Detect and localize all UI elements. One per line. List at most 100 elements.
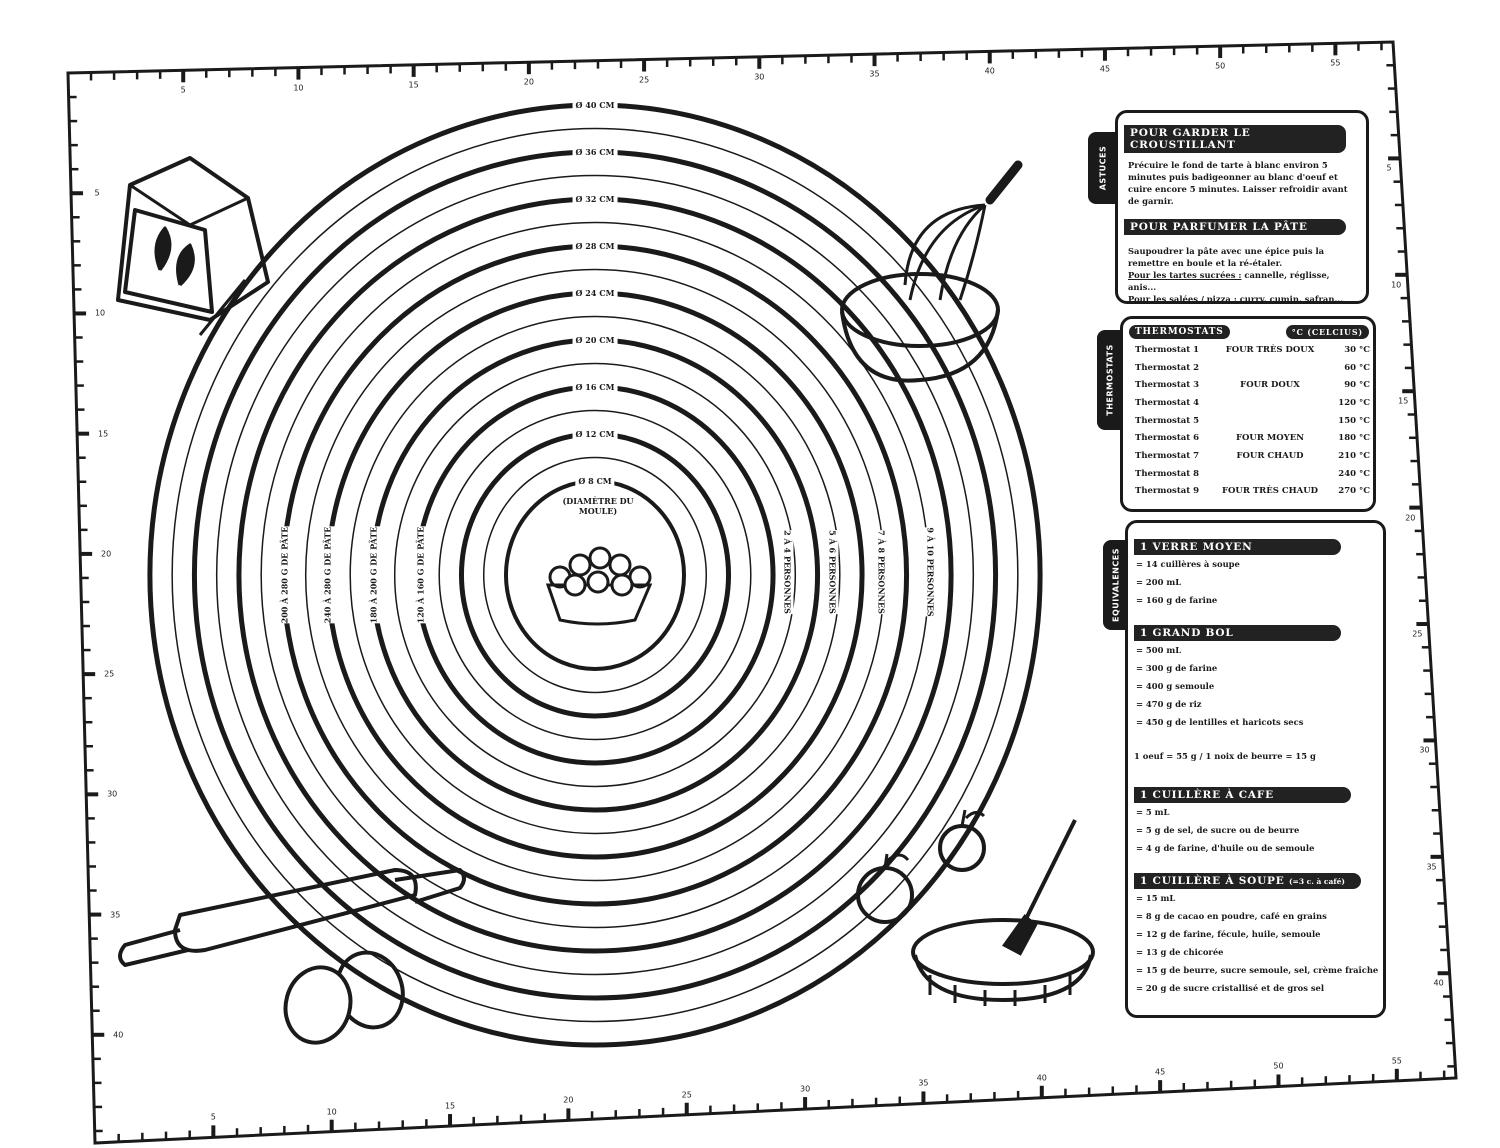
thermostat-row: Thermostat 4 120 °C bbox=[1135, 394, 1373, 412]
ruler-number: 25 bbox=[104, 669, 115, 679]
dough-label: 180 À 200 G DE PÂTE bbox=[367, 526, 381, 624]
savory-label: Pour les salées / pizza : bbox=[1128, 294, 1237, 304]
ring-thin bbox=[171, 127, 1019, 1023]
thermostat-name: Thermostat 2 bbox=[1135, 362, 1200, 373]
thermostats-tab: THERMOSTATS bbox=[1097, 330, 1123, 430]
thermostat-name: Thermostat 4 bbox=[1135, 397, 1200, 408]
thermostat-temp: 120 °C bbox=[1338, 397, 1370, 408]
thermostat-name: Thermostat 1 bbox=[1135, 344, 1200, 355]
thermostat-row: Thermostat 8 240 °C bbox=[1135, 465, 1373, 483]
celsius-header: °C (CELCIUS) bbox=[1285, 325, 1369, 339]
ruler-number: 15 bbox=[98, 429, 109, 439]
ring-diameter-label: Ø 36 CM bbox=[572, 147, 618, 157]
center-note: (DIAMÈTRE DU MOULE) bbox=[562, 496, 634, 516]
equivalences-tab: EQUIVALENCES bbox=[1103, 540, 1129, 630]
ruler-number: 40 bbox=[1036, 1073, 1047, 1083]
ruler-number: 35 bbox=[110, 910, 121, 920]
equivalence-item: = 450 g de lentilles et haricots secs bbox=[1136, 717, 1304, 727]
astuces-text-1: Précuire le fond de tarte à blanc enviro… bbox=[1128, 160, 1348, 206]
ring-diameter-label: Ø 20 CM bbox=[572, 335, 618, 345]
astuces-tab: ASTUCES bbox=[1088, 132, 1118, 204]
ring-thin bbox=[482, 456, 708, 694]
thermostat-temp: 210 °C bbox=[1338, 450, 1370, 461]
thermostat-desc: FOUR DOUX bbox=[1240, 380, 1300, 391]
thermostat-name: Thermostat 8 bbox=[1135, 468, 1200, 479]
equivalence-item: = 200 mL bbox=[1136, 577, 1182, 587]
astuces-text-2: Saupoudrer la pâte avec une épice puis l… bbox=[1128, 246, 1325, 268]
ruler-number: 20 bbox=[523, 77, 534, 87]
ruler-number: 55 bbox=[1330, 58, 1341, 68]
dough-label: 240 À 280 G DE PÂTE bbox=[321, 526, 335, 624]
astuces-heading-2: POUR PARFUMER LA PÂTE bbox=[1124, 219, 1346, 235]
equivalences-panel: 1 VERRE MOYEN = 14 cuillères à soupe= 20… bbox=[1125, 520, 1386, 1018]
thermostat-temp: 240 °C bbox=[1338, 468, 1370, 479]
apples-icon bbox=[856, 809, 986, 924]
equivalence-item: = 5 mL bbox=[1136, 807, 1170, 817]
thermostat-temp: 150 °C bbox=[1338, 415, 1370, 426]
ruler-number: 5 bbox=[94, 188, 100, 198]
ruler-number: 10 bbox=[326, 1107, 337, 1117]
thermostat-desc: FOUR TRÈS CHAUD bbox=[1221, 486, 1318, 497]
ruler-number: 35 bbox=[1426, 862, 1437, 872]
ruler-number: 35 bbox=[869, 69, 880, 79]
thermostat-temp: 60 °C bbox=[1344, 362, 1370, 373]
ruler-number: 45 bbox=[1099, 64, 1111, 74]
ring-diameter-label: Ø 32 CM bbox=[572, 194, 618, 204]
soupe-note: (=3 c. à café) bbox=[1289, 877, 1345, 886]
sweet-label: Pour les tartes sucrées : bbox=[1128, 270, 1242, 280]
ruler-number: 40 bbox=[984, 66, 995, 76]
ruler-number: 30 bbox=[107, 789, 118, 799]
ruler-number: 30 bbox=[799, 1084, 811, 1094]
ruler-number: 20 bbox=[1405, 513, 1416, 523]
dough-label: 200 À 280 G DE PÂTE bbox=[278, 526, 292, 624]
ring-thin bbox=[349, 315, 841, 835]
equivalence-item: = 300 g de farine bbox=[1136, 663, 1218, 673]
ruler-number: 5 bbox=[1386, 163, 1392, 173]
thermostat-temp: 180 °C bbox=[1338, 433, 1370, 444]
equivalence-item: = 15 g de beurre, sucre semoule, sel, cr… bbox=[1136, 965, 1379, 975]
ruler-number: 10 bbox=[94, 308, 106, 318]
section-title: 1 GRAND BOL bbox=[1134, 625, 1341, 641]
ruler-number: 25 bbox=[638, 75, 650, 85]
section-title: 1 CUILLÈRE À CAFE bbox=[1134, 787, 1351, 803]
tart-icon bbox=[911, 819, 1095, 1006]
ruler-number: 5 bbox=[210, 1112, 216, 1122]
thermostat-desc: FOUR MOYEN bbox=[1235, 433, 1304, 444]
thermostat-temp: 30 °C bbox=[1344, 344, 1370, 355]
servings-label: 9 À 10 PERSONNES bbox=[923, 527, 937, 617]
ruler-number: 55 bbox=[1391, 1056, 1402, 1066]
ruler-number: 50 bbox=[1215, 61, 1226, 71]
thermostats-header: THERMOSTATS bbox=[1129, 325, 1230, 339]
ring-diameter-label: Ø 28 CM bbox=[572, 241, 618, 251]
ruler-number: 25 bbox=[681, 1090, 692, 1100]
savory-spices: curry, cumin, safran... bbox=[1236, 294, 1344, 304]
thermostats-panel: THERMOSTATS °C (CELCIUS) Thermostat 1 FOU… bbox=[1120, 316, 1376, 512]
ring-thin bbox=[215, 174, 975, 976]
equivalence-item: = 15 mL bbox=[1136, 893, 1176, 903]
thermostat-name: Thermostat 9 bbox=[1135, 486, 1200, 497]
ruler-ticks bbox=[68, 42, 1456, 1142]
ruler-number: 45 bbox=[1155, 1067, 1166, 1077]
section-title: 1 VERRE MOYEN bbox=[1134, 539, 1341, 555]
ring-diameter-label: Ø 16 CM bbox=[572, 382, 618, 392]
tartlet-icon bbox=[545, 546, 653, 626]
thermostat-desc: FOUR CHAUD bbox=[1236, 450, 1304, 461]
dough-label: 120 À 160 G DE PÂTE bbox=[414, 526, 428, 624]
ruler-number: 15 bbox=[444, 1101, 456, 1111]
thermostat-temp: 90 °C bbox=[1344, 380, 1370, 391]
ruler-number: 15 bbox=[408, 80, 419, 90]
thermostat-desc: FOUR TRÈS DOUX bbox=[1225, 344, 1315, 355]
ring-diameter-label: Ø 40 CM bbox=[572, 100, 618, 110]
ruler-number: 50 bbox=[1273, 1061, 1284, 1071]
servings-label: 7 À 8 PERSONNES bbox=[874, 530, 888, 614]
ruler-number: 40 bbox=[1433, 978, 1444, 988]
equivalence-item: = 470 g de riz bbox=[1136, 699, 1202, 709]
sweet-spices: cannelle, réglisse, anis... bbox=[1128, 270, 1330, 292]
ruler-number: 40 bbox=[113, 1030, 124, 1040]
equivalence-item: = 8 g de cacao en poudre, café en grains bbox=[1136, 911, 1327, 921]
thermostat-name: Thermostat 3 bbox=[1135, 380, 1200, 391]
thermostat-name: Thermostat 7 bbox=[1135, 450, 1200, 461]
